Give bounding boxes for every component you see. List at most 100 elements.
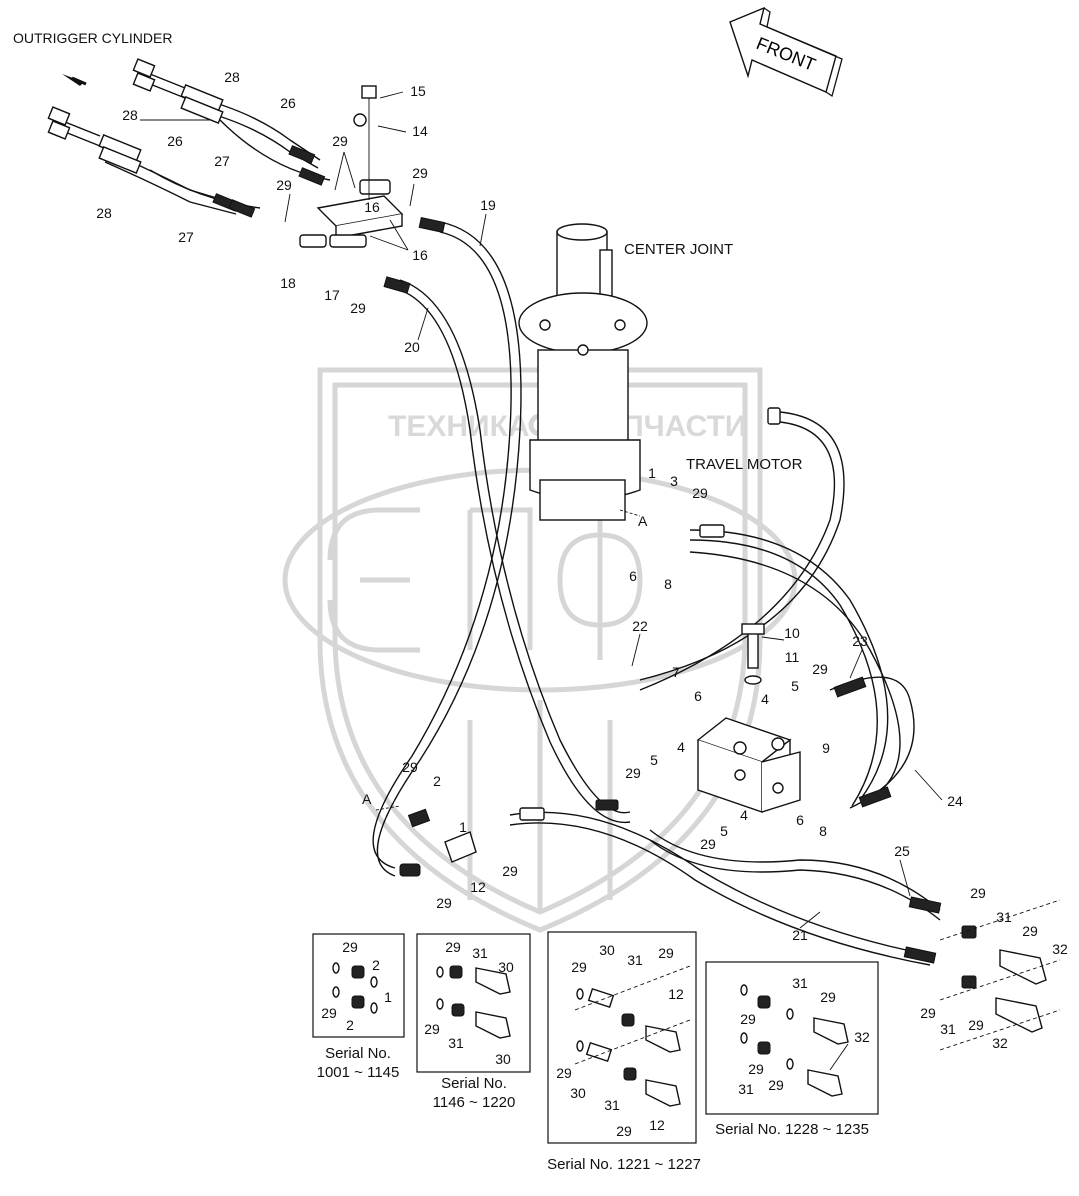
- callout: 29: [332, 133, 348, 149]
- callout: 29: [321, 1005, 337, 1021]
- callout: 31: [472, 945, 488, 961]
- callout: 30: [495, 1051, 511, 1067]
- callout: 24: [947, 793, 963, 809]
- front-arrow-icon: FRONT: [729, 6, 843, 98]
- port-a-lower-label: A: [362, 791, 372, 807]
- callout: 7: [672, 664, 680, 680]
- callout: 29: [445, 939, 461, 955]
- callout: 1: [384, 989, 392, 1005]
- watermark-text-left: ТЕХНИКА: [388, 410, 530, 443]
- callout: 14: [412, 123, 428, 139]
- callout: 5: [650, 752, 658, 768]
- callout: 1: [648, 465, 656, 481]
- inset-1-caption-line1: Serial No.: [325, 1045, 391, 1062]
- callout: 29: [424, 1021, 440, 1037]
- callout: 4: [761, 691, 769, 707]
- callout: 25: [894, 843, 910, 859]
- port-a-upper-label: A: [638, 513, 648, 529]
- callout: 29: [658, 945, 674, 961]
- callout: 29: [350, 300, 366, 316]
- callout: 32: [992, 1035, 1008, 1051]
- right-fittings: [939, 899, 1061, 1051]
- callout: 3: [670, 473, 678, 489]
- callout: 4: [740, 807, 748, 823]
- callout: 29: [502, 863, 518, 879]
- callout: 5: [791, 678, 799, 694]
- callout: 29: [276, 177, 292, 193]
- callout: 4: [677, 739, 685, 755]
- callout: 12: [649, 1117, 665, 1133]
- callout: 29: [812, 661, 828, 677]
- outrigger-bracket: [299, 85, 404, 248]
- callout: 29: [920, 1005, 936, 1021]
- callout: 29: [571, 959, 587, 975]
- callout: 29: [402, 759, 418, 775]
- inset-2-caption-line2: 1146 ~ 1220: [433, 1094, 516, 1111]
- callout: 8: [819, 823, 827, 839]
- callout: 9: [822, 740, 830, 756]
- leader-lines: [140, 91, 943, 929]
- callout: 6: [629, 568, 637, 584]
- callout: 17: [324, 287, 340, 303]
- callout: 12: [668, 986, 684, 1002]
- callout: 16: [364, 199, 380, 215]
- callout-numbers: 28 28 28 26 26 27 27 15 14 29 29 29 16 1…: [96, 69, 1068, 1051]
- callout: 1: [459, 819, 467, 835]
- callout: 31: [792, 975, 808, 991]
- callout: 28: [224, 69, 240, 85]
- callout: 16: [412, 247, 428, 263]
- inset-serial-1001-1145: 29 2 1 29 2: [312, 933, 405, 1038]
- callout: 31: [604, 1097, 620, 1113]
- outrigger-hoses: [47, 58, 331, 218]
- callout: 6: [694, 688, 702, 704]
- callout: 29: [970, 885, 986, 901]
- center-joint: [518, 223, 648, 521]
- callout: 18: [280, 275, 296, 291]
- callout: 31: [448, 1035, 464, 1051]
- outrigger-cylinder-label: OUTRIGGER CYLINDER: [13, 30, 172, 46]
- lower-hoses: [509, 807, 942, 966]
- callout: 29: [1022, 923, 1038, 939]
- inset-4-caption: Serial No. 1228 ~ 1235: [715, 1121, 869, 1138]
- long-hoses: [372, 217, 631, 877]
- callout: 6: [796, 812, 804, 828]
- callout: 12: [470, 879, 486, 895]
- callout: 29: [748, 1061, 764, 1077]
- callout: 26: [280, 95, 296, 111]
- callout: 31: [996, 909, 1012, 925]
- callout: 29: [968, 1017, 984, 1033]
- callout: 29: [740, 1011, 756, 1027]
- center-joint-label: CENTER JOINT: [624, 241, 733, 258]
- callout: 29: [556, 1065, 572, 1081]
- callout: 31: [940, 1021, 956, 1037]
- inset-serial-1146-1220: 29 31 30 29 31 30: [416, 933, 531, 1073]
- callout: 29: [436, 895, 452, 911]
- callout: 32: [1052, 941, 1068, 957]
- inset-1-caption-line2: 1001 ~ 1145: [317, 1064, 400, 1081]
- outrigger-direction-arrow-icon: [62, 74, 87, 86]
- left-port-fittings: [375, 805, 477, 863]
- callout: 19: [480, 197, 496, 213]
- callout: 21: [792, 927, 808, 943]
- callout: 2: [433, 773, 441, 789]
- callout: 32: [854, 1029, 870, 1045]
- callout: 31: [627, 952, 643, 968]
- callout: 29: [616, 1123, 632, 1139]
- callout: 29: [625, 765, 641, 781]
- callout: 5: [720, 823, 728, 839]
- callout: 29: [692, 485, 708, 501]
- callout: 29: [342, 939, 358, 955]
- callout: 29: [768, 1077, 784, 1093]
- callout: 29: [700, 836, 716, 852]
- inset-3-caption: Serial No. 1221 ~ 1227: [547, 1156, 701, 1173]
- callout: 31: [738, 1081, 754, 1097]
- callout: 27: [178, 229, 194, 245]
- callout: 29: [820, 989, 836, 1005]
- callout: 30: [498, 959, 514, 975]
- callout: 11: [785, 649, 800, 665]
- callout: 26: [167, 133, 183, 149]
- callout: 30: [599, 942, 615, 958]
- callout: 2: [372, 957, 380, 973]
- inset-2-caption-line1: Serial No.: [441, 1075, 507, 1092]
